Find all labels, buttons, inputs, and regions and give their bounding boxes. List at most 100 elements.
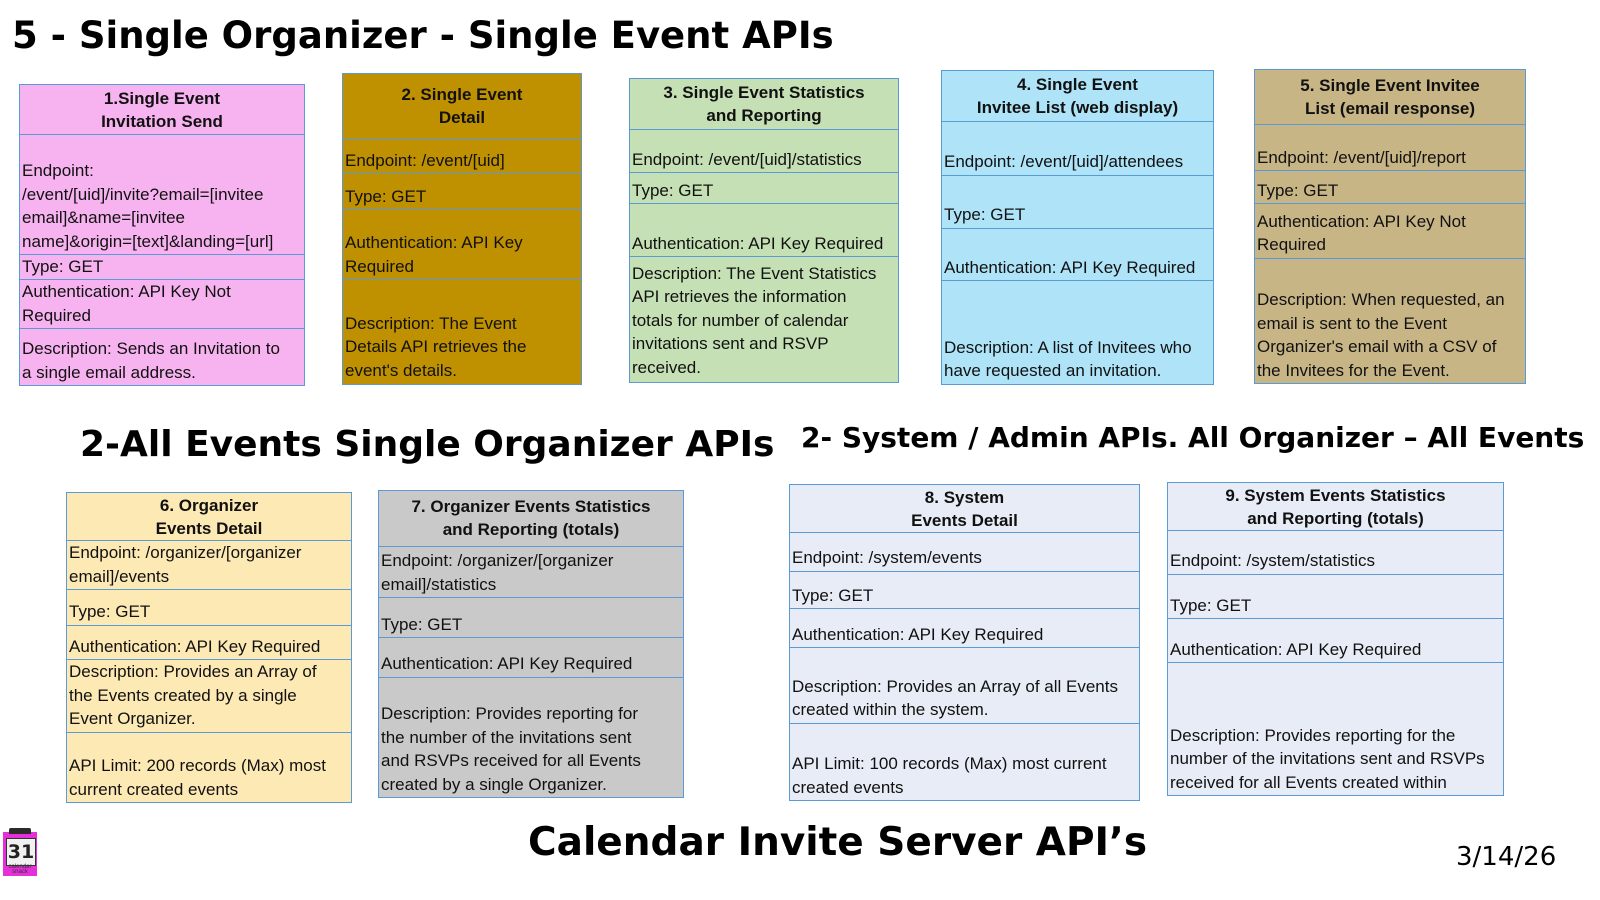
card-row-line: Type: GET: [792, 585, 874, 605]
type-row: Type: GET: [343, 174, 581, 210]
card-row-line: received.: [632, 357, 701, 377]
endpoint-row: Endpoint: /event/[uid]/statistics: [630, 130, 898, 173]
card-row-line: the number of the invitations sent: [381, 727, 632, 747]
card-title-line: and Reporting: [706, 106, 822, 125]
card-row-line: Type: GET: [381, 614, 463, 634]
endpoint-row: Endpoint: /event/[uid]: [343, 139, 581, 174]
card-row-line: number of the invitations sent and RSVPs: [1170, 749, 1485, 768]
card-row-line: email is sent to the Event: [1257, 313, 1447, 333]
card-row-line: Endpoint: /event/[uid]/report: [1257, 147, 1466, 167]
footer-title: Calendar Invite Server API’s: [528, 820, 1148, 865]
card-title-line: 5. Single Event Invitee: [1300, 75, 1480, 95]
card-row-line: Description: Sends an Invitation to: [22, 339, 280, 358]
endpoint-row: Endpoint: /system/events: [790, 533, 1139, 572]
card-title-line: 3. Single Event Statistics: [663, 83, 865, 102]
card-row-line: invitations sent and RSVP: [632, 334, 829, 353]
card-title-line: 6. Organizer: [159, 495, 259, 515]
card-title-line: Invitee List (web display): [976, 98, 1179, 117]
card-row-line: /event/[uid]/invite?email=[invitee: [22, 184, 264, 204]
type-row: Type: GET: [67, 590, 351, 626]
card-row-line: the Invitees for the Event.: [1257, 360, 1450, 380]
card-row-line: email]/statistics: [381, 574, 497, 594]
card-row-line: the Events created by a single: [69, 685, 297, 705]
endpoint-row: Endpoint: /event/[uid]/attendees: [942, 122, 1213, 176]
card-row-line: created events: [792, 777, 904, 797]
card-row-line: Endpoint: /event/[uid]: [345, 150, 505, 170]
card-row-line: Endpoint: /system/statistics: [1170, 551, 1376, 571]
card-row-line: current created events: [69, 779, 239, 799]
card-title-line: and Reporting (totals): [442, 520, 620, 540]
card-title-line: 1.Single Event: [103, 88, 221, 108]
card-title-line: Invitation Send: [101, 111, 223, 131]
card-row-line: Endpoint:: [22, 161, 94, 180]
type-row: Type: GET: [1255, 171, 1525, 205]
calendar-icon: 31: [6, 838, 36, 866]
card-title-line: 4. Single Event: [1017, 75, 1138, 94]
card-row-line: Details API retrieves the: [345, 337, 527, 356]
card-row-line: Authentication: API Key Not: [22, 282, 231, 301]
type-row: Type: GET: [20, 255, 304, 280]
card-title-line: 2. Single Event: [401, 85, 523, 104]
card-title-line: Detail: [438, 108, 486, 127]
endpoint-row: Endpoint: /event/[uid]/invite?email=[invi…: [20, 135, 304, 255]
card-row-line: event's details.: [345, 360, 457, 380]
authentication-row: Authentication: API Key Required: [630, 204, 898, 257]
api-card-organizer-events-statistics: 7. Organizer Events Statistics and Report…: [378, 490, 684, 798]
description-row: Description: Provides reporting for the n…: [1168, 663, 1503, 795]
card-row-line: Authentication: API Key: [345, 233, 523, 252]
card-row-line: Description: Provides an Array of: [69, 662, 317, 682]
authentication-row: Authentication: API Key Required: [379, 638, 683, 678]
card-row-line: API retrieves the information: [632, 287, 847, 306]
card-row-line: Authentication: API Key Not: [1257, 211, 1466, 231]
endpoint-row: Endpoint: /system/statistics: [1168, 531, 1503, 575]
card-row-line: Required: [1257, 235, 1326, 255]
card-row-line: Description: A list of Invitees who: [944, 337, 1192, 357]
card-row-line: Description: Provides reporting for the: [1170, 725, 1456, 745]
card-row-line: Type: GET: [22, 256, 104, 276]
card-row-line: Authentication: API Key Required: [381, 654, 633, 674]
card-row-line: a single email address.: [22, 362, 196, 382]
footer-date: 3/14/26: [1456, 842, 1557, 872]
authentication-row: Authentication: API Key Required: [942, 229, 1213, 282]
card-title: 7. Organizer Events Statistics and Report…: [379, 491, 683, 547]
card-row-line: Description: The Event: [345, 313, 517, 333]
card-row-line: Endpoint: /organizer/[organizer: [69, 543, 302, 562]
card-row-line: Type: GET: [1257, 180, 1339, 200]
card-title-line: 9. System Events Statistics: [1225, 485, 1446, 505]
card-row-line: Type: GET: [944, 205, 1026, 225]
description-row: Description: Sends an Invitation to a sin…: [20, 329, 304, 385]
card-row-line: created within the system.: [792, 700, 989, 720]
api-limit-row: API Limit: 100 records (Max) most curren…: [790, 724, 1139, 800]
card-row-line: and RSVPs received for all Events: [381, 751, 641, 771]
card-row-line: totals for number of calendar: [632, 310, 849, 330]
type-row: Type: GET: [790, 572, 1139, 610]
card-row-line: received for all Events created within: [1170, 772, 1447, 792]
card-title-line: List (email response): [1304, 98, 1476, 118]
description-row: Description: Provides an Array of all Ev…: [790, 648, 1139, 724]
card-title-line: 7. Organizer Events Statistics: [411, 497, 651, 517]
card-row-line: have requested an invitation.: [944, 361, 1162, 381]
card-row-line: email]/events: [69, 566, 170, 586]
card-row-line: Type: GET: [632, 180, 714, 200]
card-row-line: Required: [22, 305, 91, 325]
card-row-line: Authentication: API Key Required: [1170, 639, 1422, 659]
heading-single-organizer-single-event: 5 - Single Organizer - Single Event APIs: [12, 14, 834, 57]
